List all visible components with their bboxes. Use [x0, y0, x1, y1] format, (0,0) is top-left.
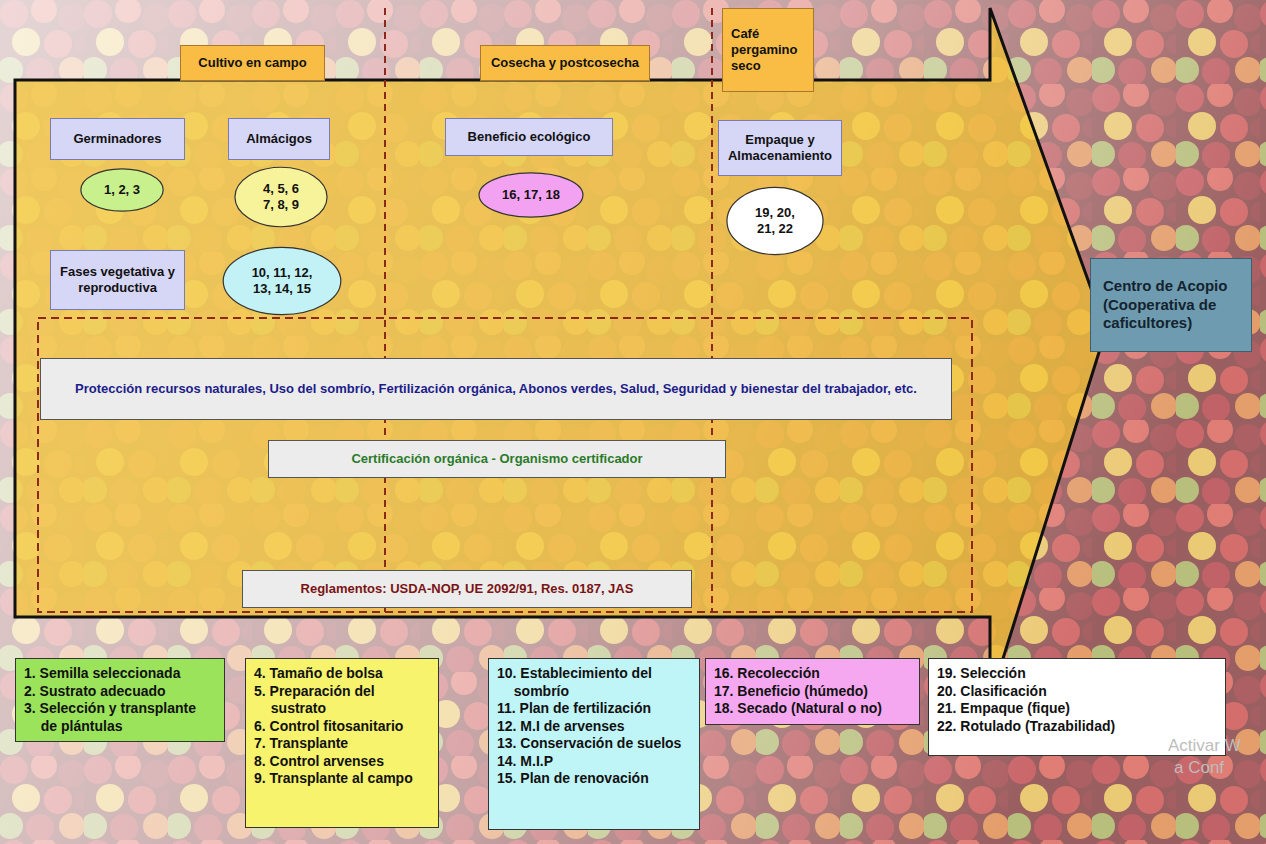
- node-text: Protección recursos naturales, Uso del s…: [75, 381, 917, 397]
- step-ellipse: 19, 20, 21, 22: [726, 186, 824, 256]
- step-item: 8. Control arvenses: [254, 753, 430, 771]
- step-item: 2. Sustrato adecuado: [24, 683, 216, 701]
- step-item: 1. Semilla seleccionada: [24, 665, 216, 683]
- step-ellipse: 10, 11, 12, 13, 14, 15: [222, 246, 342, 316]
- step-item: 5. Preparación del sustrato: [254, 683, 430, 718]
- regulation-bar: Reglamentos: USDA-NOP, UE 2092/91, Res. …: [242, 570, 692, 608]
- step-item: 12. M.I de arvenses: [497, 718, 691, 736]
- node-text: Fases vegetativa y reproductiva: [59, 264, 176, 297]
- step-list: 10. Establecimiento del sombrío11. Plan …: [488, 658, 700, 830]
- stage-heading: Café pergamino seco: [722, 8, 814, 92]
- step-item: 21. Empaque (fique): [937, 700, 1217, 718]
- stage-heading: Cultivo en campo: [180, 45, 325, 81]
- node-text: 4, 5, 6 7, 8, 9: [258, 181, 304, 214]
- node-text: Certificación orgánica - Organismo certi…: [351, 451, 642, 467]
- stage-heading: Cosecha y postcosecha: [480, 45, 650, 81]
- step-item: 3. Selección y transplante de plántulas: [24, 700, 216, 735]
- step-item: 10. Establecimiento del sombrío: [497, 665, 691, 700]
- node-text: 16, 17, 18: [502, 187, 560, 203]
- step-item: 17. Beneficio (húmedo): [714, 683, 911, 701]
- step-ellipse: 1, 2, 3: [80, 168, 164, 212]
- step-item: 19. Selección: [937, 665, 1217, 683]
- phase-box: Almácigos: [228, 118, 330, 160]
- watermark-text: Activar W: [1168, 736, 1241, 756]
- step-item: 14. M.I.P: [497, 753, 691, 771]
- step-item: 18. Secado (Natural o no): [714, 700, 911, 718]
- destination-box: Centro de Acopio (Cooperativa de caficul…: [1090, 258, 1252, 352]
- node-text: Germinadores: [73, 131, 161, 147]
- node-text: 19, 20, 21, 22: [750, 205, 800, 238]
- stage-divider: [384, 8, 386, 612]
- node-text: Cosecha y postcosecha: [491, 55, 639, 71]
- phase-box: Fases vegetativa y reproductiva: [50, 250, 185, 310]
- step-item: 6. Control fitosanitario: [254, 718, 430, 736]
- node-text: Empaque y Almacenamiento: [727, 132, 833, 165]
- node-text: 10, 11, 12, 13, 14, 15: [246, 265, 318, 298]
- node-text: Centro de Acopio (Cooperativa de caficul…: [1103, 277, 1239, 333]
- step-item: 7. Transplante: [254, 735, 430, 753]
- phase-box: Empaque y Almacenamiento: [718, 120, 842, 176]
- phase-box: Germinadores: [50, 118, 185, 160]
- step-item: 16. Recolección: [714, 665, 911, 683]
- node-text: 1, 2, 3: [104, 182, 140, 198]
- practices-region: [38, 318, 972, 612]
- step-item: 11. Plan de fertilización: [497, 700, 691, 718]
- step-item: 4. Tamaño de bolsa: [254, 665, 430, 683]
- node-text: Reglamentos: USDA-NOP, UE 2092/91, Res. …: [301, 581, 634, 597]
- node-text: Café pergamino seco: [731, 26, 805, 75]
- watermark-text: a Conf: [1174, 758, 1224, 778]
- step-ellipse: 16, 17, 18: [478, 172, 584, 218]
- step-list: 4. Tamaño de bolsa5. Preparación del sus…: [245, 658, 439, 828]
- step-item: 9. Transplante al campo: [254, 770, 430, 788]
- step-ellipse: 4, 5, 6 7, 8, 9: [234, 166, 328, 228]
- phase-box: Beneficio ecológico: [445, 118, 613, 156]
- step-item: 20. Clasificación: [937, 683, 1217, 701]
- node-text: Almácigos: [246, 131, 312, 147]
- step-list: 16. Recolección17. Beneficio (húmedo)18.…: [705, 658, 920, 725]
- node-text: Cultivo en campo: [198, 55, 306, 71]
- certification-bar: Certificación orgánica - Organismo certi…: [268, 440, 726, 478]
- step-list: 1. Semilla seleccionada2. Sustrato adecu…: [15, 658, 225, 742]
- step-item: 13. Conservación de suelos: [497, 735, 691, 753]
- stage-divider: [711, 8, 713, 612]
- practices-bar: Protección recursos naturales, Uso del s…: [40, 358, 952, 420]
- process-arrow: [15, 8, 1106, 700]
- step-item: 22. Rotulado (Trazabilidad): [937, 718, 1217, 736]
- step-item: 15. Plan de renovación: [497, 770, 691, 788]
- node-text: Beneficio ecológico: [468, 129, 591, 145]
